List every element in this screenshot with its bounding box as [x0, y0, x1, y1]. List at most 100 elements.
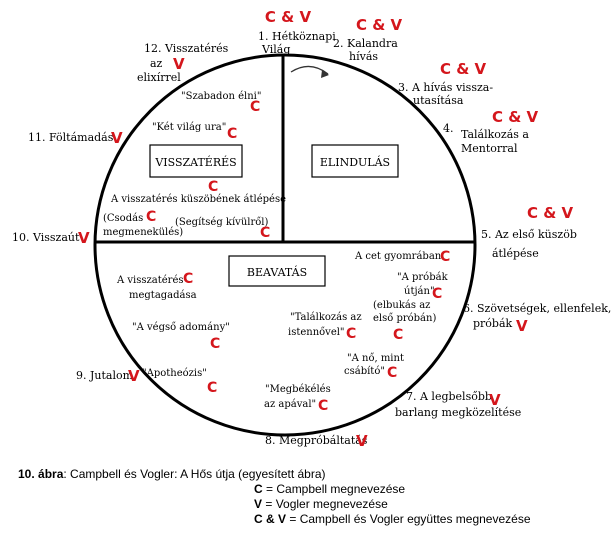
caption-line: 10. ábra: Campbell és Vogler: A Hős útja…: [18, 467, 608, 482]
stage-1-line-2: Világ: [261, 43, 290, 56]
marker-v: V: [78, 229, 90, 247]
marker-c: C: [210, 336, 220, 352]
stage-12-line-2: az: [150, 57, 163, 70]
item-text: (Segítség kívülről): [175, 217, 268, 228]
legend-item-cv: C & V = Campbell és Vogler együttes megn…: [254, 512, 608, 527]
item-elbukas: (elbukás az első próbán) C: [373, 300, 436, 343]
item-text: "Találkozás az: [290, 312, 362, 323]
marker-c: C: [207, 380, 217, 396]
stage-12: 12. Visszatérés az V elixírrel: [137, 42, 229, 84]
stage-3: C & V 3. A hívás vissza- utasítása: [398, 60, 493, 107]
stage-3-line-2: utasítása: [413, 94, 464, 107]
stage-5: C & V 5. Az első küszöb átlépése: [481, 204, 577, 260]
item-text: útján": [404, 286, 435, 297]
stage-1: C & V 1. Hétköznapi Világ: [258, 8, 336, 56]
item-text: (Csodás: [103, 213, 143, 224]
stage-8: 8. Megpróbáltatás V: [265, 432, 368, 450]
item-text: "A próbák: [397, 272, 449, 283]
stage-5-line-2: átlépése: [492, 247, 539, 260]
stage-5-line-1: 5. Az első küszöb: [481, 228, 577, 241]
stage-9: 9. Jutalom V: [76, 367, 140, 385]
legend-key: V: [254, 497, 263, 511]
marker-c: C: [183, 271, 193, 287]
stage-2-line-1: 2. Kalandra: [333, 37, 398, 50]
marker-c: C: [432, 286, 442, 302]
stage-6-line-1: 6. Szövetségek, ellenfelek,: [463, 302, 611, 315]
stage-9-line-1: 9. Jutalom: [76, 369, 134, 382]
beavatas-box: [228, 255, 326, 287]
legend-text: = Campbell és Vogler együttes megnevezés…: [286, 512, 531, 526]
stage-7: 7. A legbelsőbb V barlang megközelítése: [395, 390, 521, 419]
stage-11-line-1: 11. Föltámadás: [28, 131, 114, 144]
legend-item-c: C = Campbell megnevezése: [254, 482, 608, 497]
curved-arrow-icon: [290, 65, 329, 75]
stage-12-line-3: elixírrel: [137, 71, 181, 84]
item-megbekeles: "Megbékélés az apával" C: [264, 384, 331, 414]
item-megtagadasa: A visszatérés C megtagadása: [116, 271, 197, 301]
item-segitseg-kivulrol: (Segítség kívülről) C: [175, 217, 270, 241]
marker-c: C: [440, 249, 450, 265]
section-visszateres: VISSZATÉRÉS: [154, 155, 236, 169]
item-text: istennővel": [288, 327, 345, 338]
item-text: "Megbékélés: [265, 384, 331, 395]
arrow-head-icon: [321, 70, 329, 78]
stage-11: 11. Föltámadás V: [28, 129, 123, 147]
stage-3-line-1: 3. A hívás vissza-: [398, 81, 493, 94]
marker-cv: C & V: [440, 60, 487, 78]
stage-12-line-1: 12. Visszatérés: [144, 42, 229, 55]
marker-c: C: [146, 209, 156, 225]
marker-c: C: [260, 225, 270, 241]
marker-v: V: [489, 391, 501, 409]
item-text: "A nő, mint: [347, 353, 404, 364]
elindulas-box: [311, 144, 399, 178]
marker-c: C: [208, 179, 218, 195]
marker-cv: C & V: [492, 108, 539, 126]
marker-cv: C & V: [356, 16, 403, 34]
item-kuszob-atlepese: C A visszatérés küszöbének átlépése: [110, 179, 286, 205]
stage-4: C & V 4. Találkozás a Mentorral: [443, 108, 539, 155]
marker-c: C: [346, 326, 356, 342]
marker-v: V: [173, 55, 185, 73]
item-probak-utjan: "A próbák útján" C: [397, 272, 449, 302]
item-text: A visszatérés küszöbének átlépése: [110, 194, 286, 205]
stage-6: 6. Szövetségek, ellenfelek, próbák V: [463, 302, 611, 335]
marker-v: V: [516, 317, 528, 335]
item-text: (elbukás az: [373, 300, 430, 311]
legend-key: C: [254, 482, 263, 496]
stage-8-line-1: 8. Megpróbáltatás: [265, 434, 368, 447]
item-csodas-megmenekules: (Csodás C megmenekülés): [103, 209, 183, 238]
stage-4-number: 4.: [443, 122, 454, 135]
item-no-mint-csabito: "A nő, mint csábító" C: [344, 353, 404, 381]
item-istennovel: "Találkozás az istennővel" C: [288, 312, 362, 342]
item-text: az apával": [264, 399, 316, 410]
item-text: csábító": [344, 366, 385, 377]
item-ket-vilag-ura: "Két világ ura" C: [152, 122, 237, 142]
marker-c: C: [227, 126, 237, 142]
marker-c: C: [318, 398, 328, 414]
legend-text: = Vogler megnevezése: [262, 497, 388, 511]
heros-journey-diagram: VISSZATÉRÉS ELINDULÁS BEAVATÁS C & V 1. …: [12, 8, 611, 450]
visszateres-box: [149, 144, 243, 178]
marker-cv: C & V: [527, 204, 574, 222]
item-text: A visszatérés: [116, 275, 184, 286]
item-text: "A végső adomány": [132, 322, 230, 333]
legend: C = Campbell megnevezése V = Vogler megn…: [18, 482, 608, 527]
stage-1-line-1: 1. Hétköznapi: [258, 30, 336, 43]
item-text: "Két világ ura": [152, 122, 226, 133]
marker-v: V: [111, 129, 123, 147]
item-text: A cet gyomrában: [354, 251, 442, 262]
item-text: "Szabadon élni": [181, 91, 261, 102]
marker-c: C: [387, 365, 397, 381]
stage-4-line-1: Találkozás a: [461, 128, 529, 141]
item-szabadon-elni: "Szabadon élni" C: [181, 91, 261, 115]
stage-2: C & V 2. Kalandra hívás: [333, 16, 403, 63]
marker-cv: C & V: [265, 8, 312, 26]
stage-7-line-2: barlang megközelítése: [395, 406, 521, 419]
stage-7-line-1: 7. A legbelsőbb: [406, 390, 492, 403]
stage-4-line-2: Mentorral: [461, 142, 518, 155]
journey-circle: [93, 53, 477, 437]
item-text: "Apotheózis": [142, 368, 207, 379]
stage-6-line-2: próbák: [473, 317, 513, 330]
marker-v: V: [356, 432, 368, 450]
section-beavatas: BEAVATÁS: [247, 265, 307, 279]
